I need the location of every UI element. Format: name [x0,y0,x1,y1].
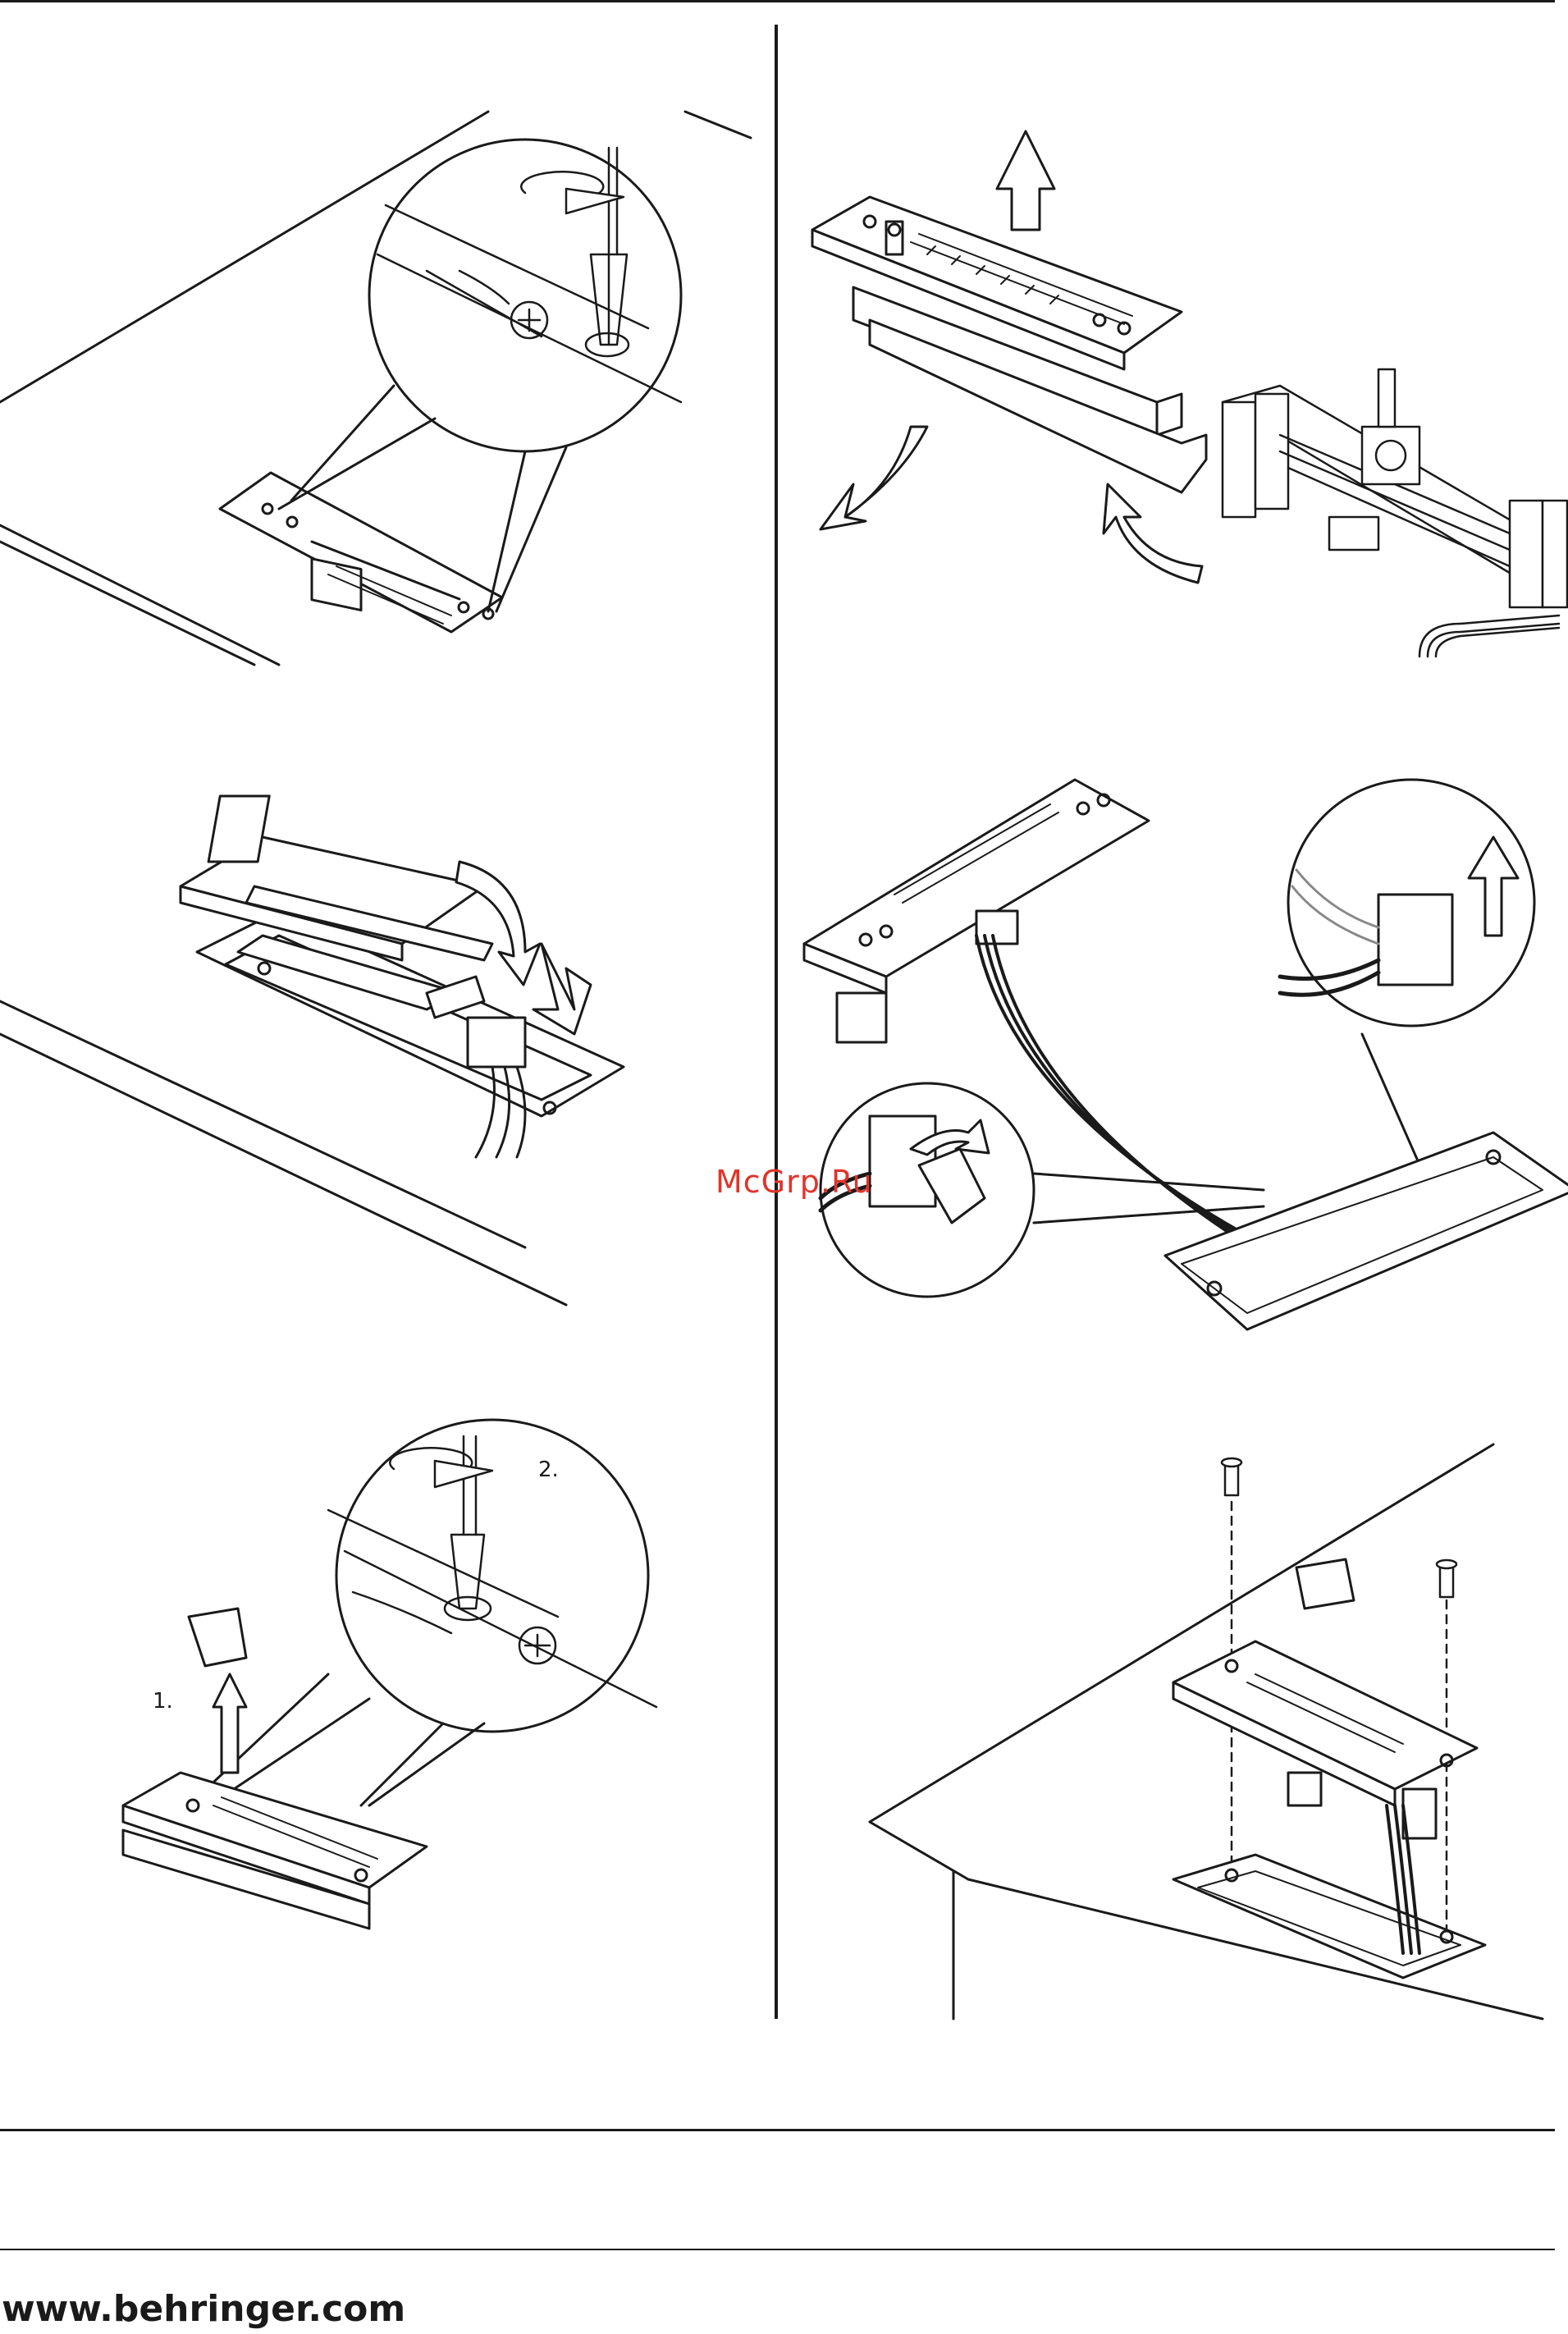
step-1-label: 1. [153,1689,173,1714]
panel-reinstall-fader [870,1444,1559,2019]
footer-rule [0,2249,1555,2250]
panel-lift-fader [0,788,771,1313]
panel-remove-knob [98,1420,771,1961]
panel-remove-screws [0,98,771,689]
step-2-label: 2. [538,1458,559,1482]
lower-rule [0,2129,1555,2131]
watermark: McGrp.Ru [715,1164,873,1200]
panel-slide-fader-out [788,123,1559,681]
footer-url-link[interactable]: www.behringer.com [2,2288,405,2330]
column-divider [775,25,778,2019]
top-rule [0,0,1555,2]
panel-connector-detail [788,763,1559,1338]
